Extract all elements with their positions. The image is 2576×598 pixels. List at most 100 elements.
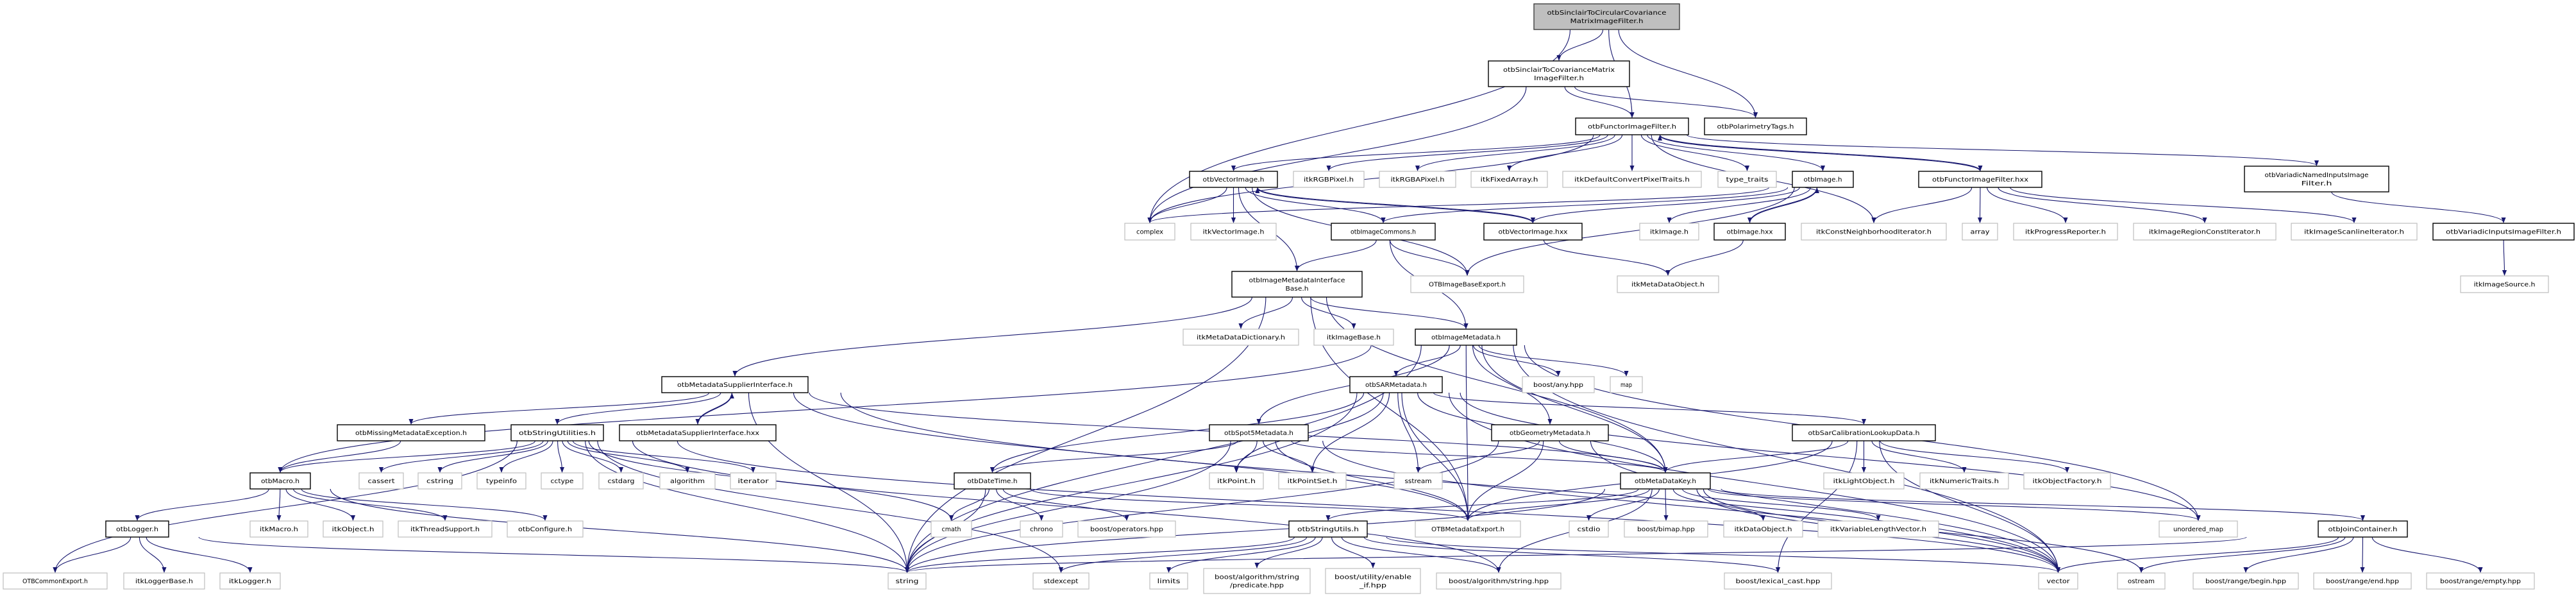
node-box[interactable] [598,472,644,490]
node-operators[interactable]: boost/operators.hpp [1077,520,1176,538]
node-box[interactable] [2038,572,2078,590]
node-sarcal[interactable]: otbSarCalibrationLookupData.h [1792,424,1936,441]
node-box[interactable] [1533,3,1680,30]
node-otbimghxx[interactable]: otbImage.hxx [1713,223,1786,241]
node-chrono[interactable]: chrono [1020,520,1063,538]
node-baseexport[interactable]: OTBImageBaseExport.h [1410,275,1524,293]
node-cstdio[interactable]: cstdio [1569,520,1609,538]
node-cctype[interactable]: cctype [541,472,584,490]
node-map[interactable]: map [1610,376,1643,393]
node-macro[interactable]: otbMacro.h [249,472,311,490]
node-box[interactable] [1293,171,1365,188]
node-box[interactable] [541,472,584,490]
node-box[interactable] [1713,223,1786,241]
node-box[interactable] [398,520,492,538]
node-typetraits[interactable]: type_traits [1717,171,1777,188]
node-varlen[interactable]: itkVariableLengthVector.h [1817,520,1939,538]
node-box[interactable] [1724,572,1832,590]
node-box[interactable] [123,572,205,590]
node-box[interactable] [1562,171,1702,188]
node-box[interactable] [1792,424,1936,441]
node-box[interactable] [2313,572,2412,590]
node-cstring[interactable]: cstring [417,472,462,490]
node-umap[interactable]: unordered_map [2159,520,2238,538]
node-sstream[interactable]: sstream [1393,472,1443,490]
node-box[interactable] [2426,572,2535,590]
node-lightobj[interactable]: itkLightObject.h [1823,472,1905,490]
node-spot5[interactable]: otbSpot5Metadata.h [1209,424,1309,441]
node-complex[interactable]: complex [1124,223,1175,241]
node-box[interactable] [1288,520,1368,538]
node-msi[interactable]: otbMetadataSupplierInterface.h [661,376,809,393]
node-box[interactable] [1488,60,1630,87]
node-box[interactable] [1203,568,1311,594]
node-join[interactable]: otbJoinContainer.h [2318,520,2408,538]
node-box[interactable] [1717,171,1777,188]
node-itkimg[interactable]: itkImage.h [1639,223,1699,241]
node-box[interactable] [1410,275,1524,293]
node-box[interactable] [1149,572,1188,590]
node-box[interactable] [2432,223,2575,241]
node-polar[interactable]: otbPolarimetryTags.h [1704,117,1807,135]
node-mdobject[interactable]: itkMetaDataObject.h [1617,275,1719,293]
node-defconv[interactable]: itkDefaultConvertPixelTraits.h [1562,171,1702,188]
node-boostany[interactable]: boost/any.hpp [1522,376,1595,393]
node-box[interactable] [1183,329,1299,346]
node-box[interactable] [1801,223,1947,241]
node-iterator[interactable]: iterator [730,472,777,490]
node-fixarr[interactable]: itkFixedArray.h [1470,171,1548,188]
node-box[interactable] [1278,472,1347,490]
node-stdexcept[interactable]: stdexcept [1032,572,1090,590]
node-vector[interactable]: vector [2038,572,2078,590]
node-box[interactable] [3,572,108,590]
node-box[interactable] [1032,572,1090,590]
node-vecimghxx[interactable]: otbVectorImage.hxx [1483,223,1583,241]
node-box[interactable] [105,520,169,538]
node-datetime[interactable]: otbDateTime.h [954,472,1031,490]
node-msihxx[interactable]: otbMetadataSupplierInterface.hxx [619,424,777,441]
node-box[interactable] [1209,472,1264,490]
node-box[interactable] [1639,223,1699,241]
node-box[interactable] [1918,171,2042,188]
node-loggerbase[interactable]: itkLoggerBase.h [123,572,205,590]
node-box[interactable] [1325,568,1421,594]
node-box[interactable] [1792,171,1854,188]
node-box[interactable] [888,572,927,590]
node-box[interactable] [476,472,526,490]
node-box[interactable] [930,520,972,538]
node-configure[interactable]: otbConfigure.h [507,520,584,538]
node-itklogger[interactable]: itkLogger.h [219,572,281,590]
node-box[interactable] [1569,520,1609,538]
node-box[interactable] [1415,520,1521,538]
node-box[interactable] [507,520,584,538]
node-imgbase[interactable]: itkImageBase.h [1313,329,1394,346]
node-box[interactable] [2244,166,2389,192]
node-imgsource[interactable]: itkImageSource.h [2460,275,2549,293]
node-itkvecimg[interactable]: itkVectorImage.h [1190,223,1277,241]
node-box[interactable] [1379,171,1456,188]
node-box[interactable] [323,520,383,538]
node-box[interactable] [1209,424,1309,441]
node-box[interactable] [1723,520,1803,538]
node-box[interactable] [2133,223,2277,241]
node-thread[interactable]: itkThreadSupport.h [398,520,492,538]
node-otbimg[interactable]: otbImage.h [1792,171,1854,188]
node-box[interactable] [249,520,308,538]
node-lexcast[interactable]: boost/lexical_cast.hpp [1724,572,1832,590]
node-geom[interactable]: otbGeometryMetadata.h [1491,424,1609,441]
node-cmath[interactable]: cmath [930,520,972,538]
node-box[interactable] [1919,472,2009,490]
node-array[interactable]: array [1962,223,1998,241]
node-algostring[interactable]: boost/algorithm/string.hpp [1436,572,1562,590]
node-rgb[interactable]: itkRGBPixel.h [1293,171,1365,188]
node-box[interactable] [2117,572,2166,590]
node-regionit[interactable]: itkImageRegionConstIterator.h [2133,223,2277,241]
node-predicate[interactable]: boost/algorithm/string/predicate.hpp [1203,568,1311,594]
node-commonexport[interactable]: OTBCommonExport.h [3,572,108,590]
node-scanline[interactable]: itkImageScanlineIterator.h [2291,223,2418,241]
node-box[interactable] [2023,472,2111,490]
node-objfactory[interactable]: itkObjectFactory.h [2023,472,2111,490]
node-typeinfo[interactable]: typeinfo [476,472,526,490]
node-box[interactable] [1483,223,1583,241]
